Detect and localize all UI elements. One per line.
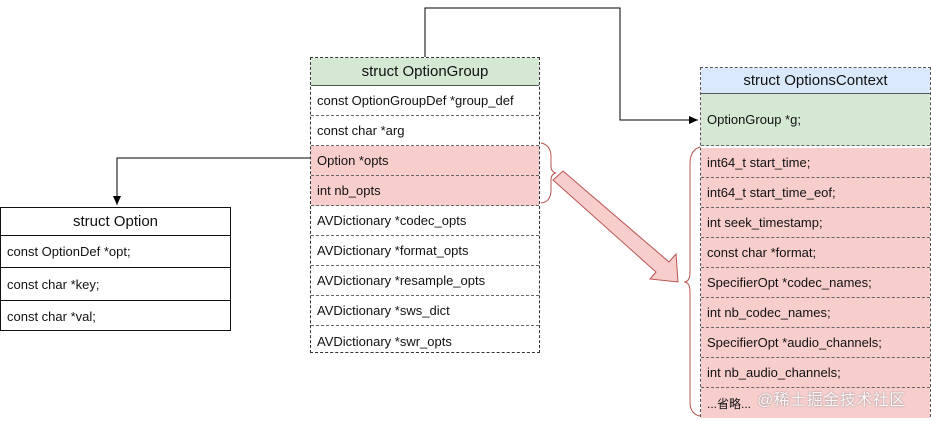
- options-context-field-omitted: ...省略...: [701, 388, 930, 418]
- option-group-field-resample-opts: AVDictionary *resample_opts: [311, 266, 539, 296]
- option-title: struct Option: [1, 208, 230, 236]
- options-context-title: struct OptionsContext: [701, 68, 930, 94]
- options-context-field-seek-timestamp: int seek_timestamp;: [701, 208, 930, 238]
- option-field-opt: const OptionDef *opt;: [1, 236, 230, 268]
- group-to-context-connector: [424, 7, 698, 124]
- option-group-field-swr-opts: AVDictionary *swr_opts: [317, 333, 452, 349]
- big-arrow-icon: [552, 170, 679, 283]
- opts-brace: [540, 142, 557, 204]
- options-context-field-nb-codec-names: int nb_codec_names;: [701, 298, 930, 328]
- option-group-field-sws-dict: AVDictionary *sws_dict: [311, 296, 539, 326]
- struct-option: struct Option const OptionDef *opt; cons…: [0, 207, 231, 331]
- option-field-val: const char *val;: [7, 308, 96, 324]
- option-field-key: const char *key;: [1, 269, 230, 301]
- option-group-title: struct OptionGroup: [311, 58, 539, 86]
- options-context-field-start-time-eof: int64_t start_time_eof;: [701, 178, 930, 208]
- options-context-field-g: OptionGroup *g;: [701, 94, 930, 146]
- struct-option-group: struct OptionGroup const OptionGroupDef …: [310, 57, 540, 353]
- option-group-field-nb-opts: int nb_opts: [311, 176, 539, 206]
- opts-to-option-connector: [113, 157, 310, 205]
- option-group-field-arg: const char *arg: [311, 116, 539, 146]
- options-context-field-audio-channels: SpecifierOpt *audio_channels;: [701, 328, 930, 358]
- option-group-field-group-def: const OptionGroupDef *group_def: [311, 86, 539, 116]
- context-fields-brace: [683, 146, 701, 417]
- options-context-field-codec-names: SpecifierOpt *codec_names;: [701, 268, 930, 298]
- options-context-field-nb-audio-channels: int nb_audio_channels;: [701, 358, 930, 388]
- options-context-field-format: const char *format;: [701, 238, 930, 268]
- options-context-field-start-time: int64_t start_time;: [701, 148, 930, 178]
- option-group-field-opts: Option *opts: [311, 146, 539, 176]
- watermark: @稀土掘金技术社区: [757, 392, 906, 409]
- struct-options-context: struct OptionsContext OptionGroup *g; in…: [700, 67, 931, 418]
- option-group-field-codec-opts: AVDictionary *codec_opts: [311, 206, 539, 236]
- option-group-field-format-opts: AVDictionary *format_opts: [311, 236, 539, 266]
